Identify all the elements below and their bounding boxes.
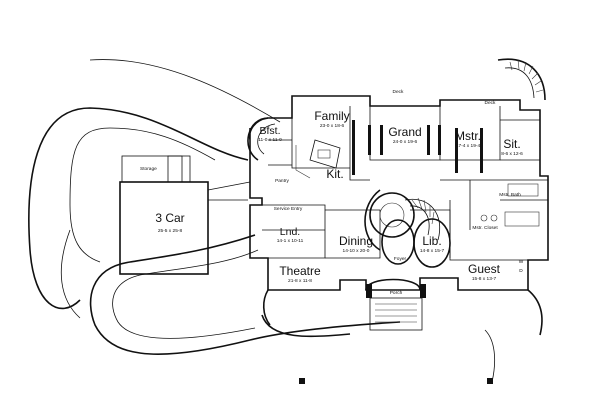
garage-dim: 25-5 x 25-8 [158, 228, 183, 234]
guest-label: Guest [468, 262, 501, 276]
bfst-bay [247, 117, 276, 161]
storage-label: Storage [140, 166, 157, 172]
dining-label: Dining [339, 234, 373, 248]
pantry-label: Pantry [275, 178, 289, 184]
w-label: W [519, 259, 524, 265]
dining-dim: 14-10 x 20-0 [343, 248, 370, 254]
mstr-label: Mstr. [455, 129, 481, 143]
guest-curve [527, 289, 543, 336]
family-dim: 23-0 x 18-6 [320, 123, 345, 129]
bfst-dim: 11-0 x 11-0 [258, 137, 282, 143]
deck-right-label: Deck [485, 100, 497, 106]
bath-fixtures [480, 183, 540, 227]
service-label: Service Entry [274, 206, 303, 212]
deck-top-label: Deck [393, 89, 405, 95]
post-marker [299, 378, 305, 384]
garage [119, 155, 251, 275]
theatre-curve [262, 289, 271, 326]
family-label: Family [314, 109, 349, 123]
porch-label: Porch [390, 290, 403, 296]
kitchen-fixtures [295, 139, 341, 179]
theatre-label: Theatre [279, 264, 321, 278]
right-stair [497, 58, 546, 101]
kit-label: Kit. [326, 167, 343, 181]
foyer-label: Foyer [394, 256, 407, 262]
grand-dim: 24-0 x 19-6 [393, 139, 418, 145]
porch [365, 278, 426, 331]
lib-dim: 14-8 x 15-7 [420, 248, 445, 254]
post-marker [487, 378, 493, 384]
lib-label: Lib. [422, 234, 441, 248]
lnd-label: Lnd. [280, 226, 300, 238]
bfst-label: Bfst. [259, 125, 280, 137]
sit-dim: 8-6 x 12-6 [501, 151, 523, 157]
mstr-dim: 17-4 x 19-4 [456, 143, 481, 149]
foyer-rotunda [364, 189, 451, 268]
d-label: D [519, 268, 523, 274]
lnd-dim: 14-1 x 10-11 [277, 238, 304, 244]
mstr-bath-label: Mstr. Bath [499, 192, 521, 198]
room-labels: 3 Car 25-5 x 25-8 Storage Bfst. 11-0 x 1… [140, 89, 524, 296]
theatre-dim: 21-8 x 11-8 [288, 278, 312, 284]
guest-dim: 15-8 x 13-7 [472, 276, 497, 282]
sit-label: Sit. [503, 137, 520, 151]
mstr-closet-label: Mstr. Closet [472, 225, 498, 231]
driveway [28, 59, 496, 383]
garage-label: 3 Car [155, 211, 184, 225]
grand-label: Grand [388, 125, 421, 139]
